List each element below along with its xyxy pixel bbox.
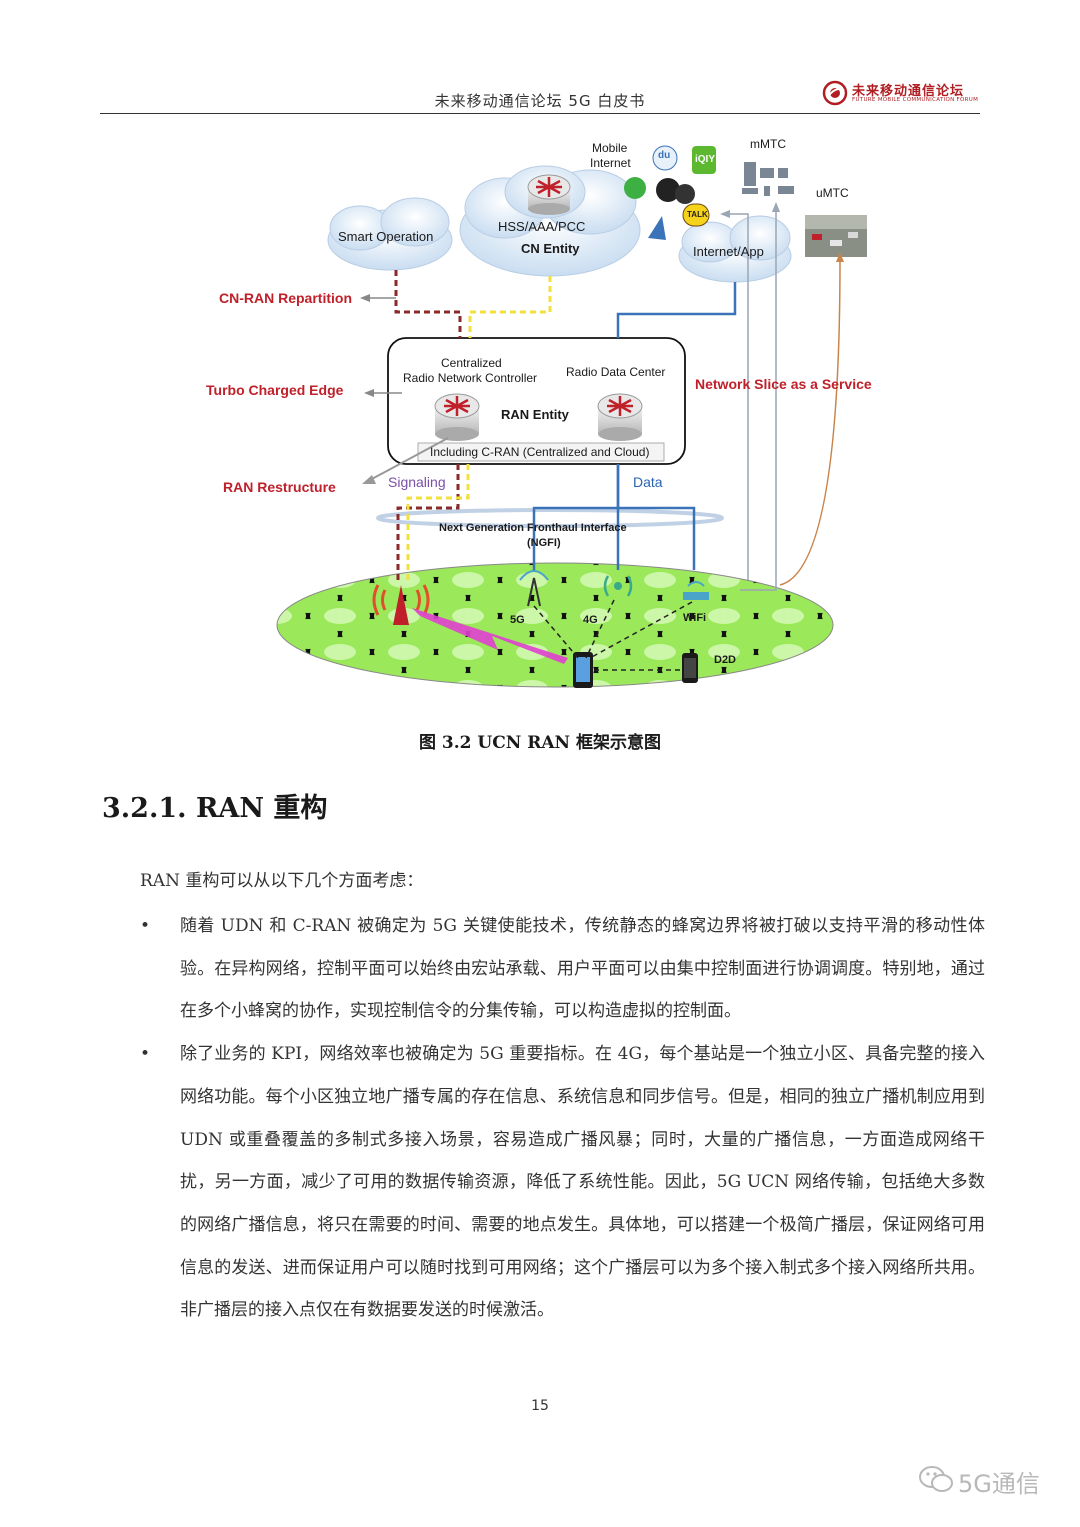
arrow-ran-restructure: [369, 437, 449, 481]
bullet-dot: •: [140, 916, 151, 936]
link-4g-phone: [585, 599, 615, 659]
tower-5g-icon: [519, 570, 549, 607]
header-rule: [100, 113, 980, 114]
label-ngfi-2: (NGFI): [527, 537, 561, 549]
ran-router-right-icon: [597, 393, 643, 441]
app-icons: [624, 145, 716, 240]
ran-router-left-icon: [434, 393, 480, 441]
list-item: • 随着 UDN 和 C-RAN 被确定为 5G 关键使能技术，传统静态的蜂窝边…: [140, 905, 985, 1033]
header-title: 未来移动通信论坛 5G 白皮书: [434, 92, 646, 110]
label-data: Data: [633, 474, 663, 490]
label-turbo-charged-edge: Turbo Charged Edge: [206, 382, 344, 398]
ucn-ran-diagram: Mobile Internet du iQIY TALK mMTC uMTC S…: [180, 130, 900, 700]
label-cn-ran-repartition: CN-RAN Repartition: [219, 290, 352, 306]
arrow-mmtc: [740, 210, 777, 591]
label-mobile-line2: Internet: [590, 156, 631, 170]
wechat-icon: [919, 1466, 953, 1492]
label-umtc: uMTC: [816, 186, 849, 200]
label-mobile-line1: Mobile: [592, 141, 628, 155]
figure-caption: 图 3.2 UCN RAN 框架示意图: [418, 733, 661, 753]
du-icon: du: [658, 150, 671, 161]
label-ran-restructure: RAN Restructure: [223, 479, 336, 495]
bullet-list: • 随着 UDN 和 C-RAN 被确定为 5G 关键使能技术，传统静态的蜂窝边…: [140, 905, 985, 1332]
beam-to-phone: [412, 608, 568, 664]
link-wifi-phone: [589, 601, 693, 659]
forum-logo-icon: [822, 80, 848, 106]
watermark-text: 5G通信: [958, 1470, 1040, 1498]
label-centralized-1: Centralized: [441, 356, 502, 370]
section-heading: 3.2.1. RAN 重构: [102, 793, 328, 824]
data-line-wifi: [618, 506, 696, 570]
bullet-text-1: 随着 UDN 和 C-RAN 被确定为 5G 关键使能技术，传统静态的蜂窝边界将…: [180, 916, 985, 1022]
label-wifi: WiFi: [683, 612, 707, 624]
wifi-router-icon: [683, 581, 709, 600]
label-smart-operation: Smart Operation: [338, 229, 434, 244]
phone-icon-main: [573, 652, 593, 688]
signaling-path-ran: [396, 464, 460, 580]
label-cn-entity: CN Entity: [521, 241, 580, 256]
label-internet-app: Internet/App: [693, 244, 764, 259]
cloud-internet-app: [678, 215, 792, 283]
arrow-internet-up: [728, 213, 749, 580]
label-4g: 4G: [583, 614, 598, 626]
label-5g: 5G: [510, 614, 525, 626]
ngfi-ring: [376, 508, 724, 528]
yellow-path-ran: [406, 464, 470, 580]
label-ngfi-1: Next Generation Fronthaul Interface: [439, 522, 627, 534]
logo-cn-text: 未来移动通信论坛: [852, 84, 965, 99]
forum-logo: 未来移动通信论坛 FUTURE MOBILE COMMUNICATION FOR…: [822, 80, 982, 108]
label-network-slice: Network Slice as a Service: [695, 376, 872, 392]
including-cran-box: [417, 442, 665, 462]
bullet-text-2: 除了业务的 KPI，网络效率也被确定为 5G 重要指标。在 4G，每个基站是一个…: [180, 1044, 985, 1321]
section-intro: RAN 重构可以从以下几个方面考虑：: [140, 871, 424, 891]
label-centralized-2: Radio Network Controller: [403, 371, 538, 385]
phone-icon-d2d: [682, 653, 698, 683]
label-mmtc: mMTC: [750, 137, 786, 151]
cell-coverage-area: [276, 562, 834, 688]
talk-icon: TALK: [687, 210, 708, 219]
signal-4g-icon: [603, 575, 633, 597]
signaling-path-cn: [394, 270, 462, 338]
cn-router-icon: [527, 174, 571, 215]
cloud-smart-operation: [327, 197, 453, 271]
iqiyi-icon: iQIY: [695, 154, 716, 165]
bullet-dot: •: [140, 1044, 151, 1065]
logo-en-text: FUTURE MOBILE COMMUNICATION FORUM: [852, 97, 979, 103]
label-including-cran: Including C-RAN (Centralized and Cloud): [430, 445, 650, 459]
umtc-traffic-image: [805, 215, 867, 257]
yellow-path-cn: [468, 276, 552, 338]
list-item: • 除了业务的 KPI，网络效率也被确定为 5G 重要指标。在 4G，每个基站是…: [140, 1033, 985, 1332]
data-line-internet: [616, 282, 737, 338]
label-signaling: Signaling: [388, 474, 446, 490]
mmtc-device-icons: [742, 162, 794, 196]
watermark: 5G通信: [918, 1462, 1058, 1498]
label-hss: HSS/AAA/PCC: [498, 219, 586, 234]
diagram-graphics: [276, 145, 867, 688]
label-ran-entity: RAN Entity: [501, 407, 569, 422]
arrow-umtc: [779, 259, 841, 586]
label-radio-data-center: Radio Data Center: [566, 365, 666, 379]
label-d2d: D2D: [714, 654, 737, 666]
data-line-5g: [532, 464, 620, 570]
page-number: 15: [531, 1398, 549, 1414]
link-5g-phone: [533, 605, 579, 659]
